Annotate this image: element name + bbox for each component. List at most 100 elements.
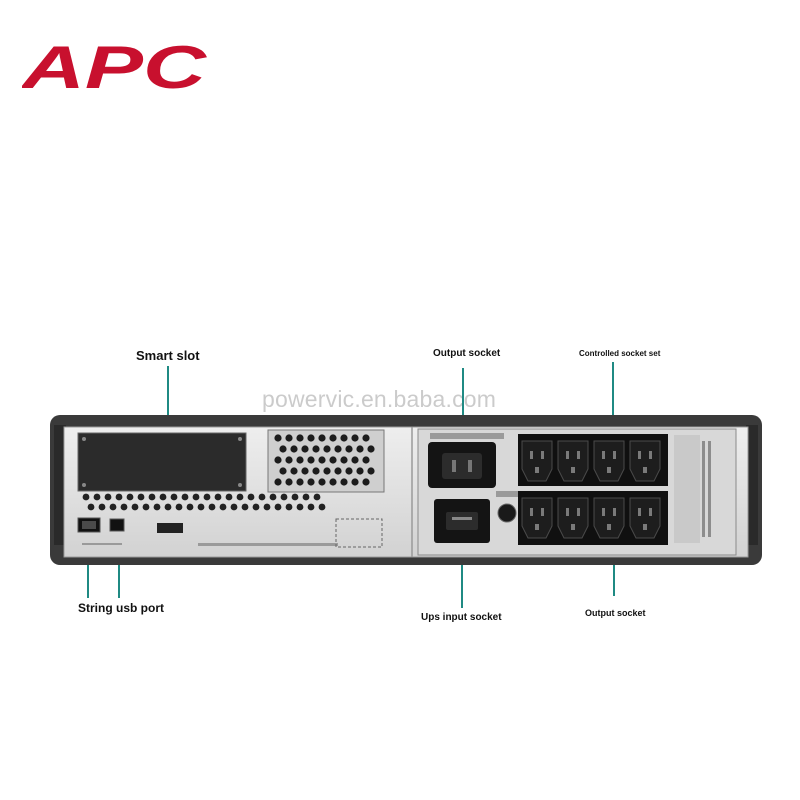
socket-pin (602, 508, 605, 516)
iec-c13-socket (629, 497, 661, 539)
leader-string-port (87, 540, 89, 598)
socket-pin (535, 524, 539, 530)
vent-hole (296, 503, 304, 511)
vent-hole (307, 478, 315, 486)
vent-hole (307, 434, 315, 442)
iec-c13-socket (521, 440, 553, 482)
vent-hole (197, 503, 205, 511)
iec-c13-socket (593, 440, 625, 482)
vent-hole (159, 493, 167, 501)
vent-hole (214, 493, 222, 501)
vent-hole (175, 503, 183, 511)
vent-hole (351, 456, 359, 464)
vent-hole (186, 503, 194, 511)
vent-hole (323, 445, 331, 453)
vent-hole (323, 467, 331, 475)
socket-pin (541, 451, 544, 459)
vent-hole (291, 493, 299, 501)
vent-hole (142, 503, 150, 511)
vent-hole (236, 493, 244, 501)
vent-hole (329, 434, 337, 442)
iec-c13-socket (557, 497, 589, 539)
vent-hole (356, 445, 364, 453)
vent-hole (87, 503, 95, 511)
vent-hole (258, 493, 266, 501)
vent-hole (307, 503, 315, 511)
vent-hole (120, 503, 128, 511)
callout-controlled-socket-set: Controlled socket set (579, 349, 661, 358)
vent-hole (318, 434, 326, 442)
vent-hole (302, 493, 310, 501)
vent-hole (269, 493, 277, 501)
vent-hole (351, 434, 359, 442)
vent-hole (318, 503, 326, 511)
socket-pin (566, 508, 569, 516)
vent-hole (109, 503, 117, 511)
socket-pin (530, 508, 533, 516)
vent-hole (164, 503, 172, 511)
vent-hole (334, 445, 342, 453)
leader-smart-slot (167, 366, 169, 428)
vent-hole (285, 478, 293, 486)
iec-c13-socket (557, 440, 589, 482)
socket-pin (607, 524, 611, 530)
vent-hole (285, 456, 293, 464)
callout-smart-slot: Smart slot (136, 348, 200, 363)
socket-pin (566, 451, 569, 459)
leader-output-socket-top (462, 368, 464, 430)
socket-pin (649, 508, 652, 516)
vent-hole (241, 503, 249, 511)
vent-hole (131, 503, 139, 511)
leader-controlled-socket-set (612, 362, 614, 430)
vent-hole (192, 493, 200, 501)
vent-hole (329, 478, 337, 486)
socket-pin (577, 451, 580, 459)
vent-hole (318, 478, 326, 486)
vent-hole (307, 456, 315, 464)
vent-hole (279, 445, 287, 453)
vent-hole (301, 445, 309, 453)
socket-pin (602, 451, 605, 459)
vent-hole (312, 445, 320, 453)
vent-hole (329, 456, 337, 464)
vent-hole (98, 503, 106, 511)
socket-pin (541, 508, 544, 516)
socket-pin (643, 524, 647, 530)
callout-output-socket-bottom: Output socket (585, 608, 646, 618)
circuit-breaker (497, 503, 517, 523)
vent-hole (247, 493, 255, 501)
vent-hole (274, 434, 282, 442)
vent-hole (362, 478, 370, 486)
vent-hole (203, 493, 211, 501)
vent-hole (93, 493, 101, 501)
socket-pin (613, 451, 616, 459)
vent-hole (279, 467, 287, 475)
vent-hole (153, 503, 161, 511)
vent-hole (367, 467, 375, 475)
vent-hole (362, 456, 370, 464)
vent-hole (274, 478, 282, 486)
vent-hole (274, 456, 282, 464)
vent-hole (296, 434, 304, 442)
usb-port (109, 518, 125, 532)
vent-hole (115, 493, 123, 501)
socket-pin (649, 451, 652, 459)
vent-hole (367, 445, 375, 453)
vent-hole (340, 434, 348, 442)
socket-pin (607, 467, 611, 473)
callout-output-socket-top: Output socket (433, 348, 501, 359)
vent-hole (126, 493, 134, 501)
vent-hole (356, 467, 364, 475)
iec-c13-socket (593, 497, 625, 539)
vent-hole (208, 503, 216, 511)
vent-hole (318, 456, 326, 464)
smart-slot (77, 432, 247, 492)
socket-pin (638, 451, 641, 459)
socket-pin (613, 508, 616, 516)
socket-pin (571, 524, 575, 530)
vent-hole (362, 434, 370, 442)
vent-hole (137, 493, 145, 501)
vent-hole (170, 493, 178, 501)
vent-hole (280, 493, 288, 501)
svg-text:APC: APC (22, 38, 208, 94)
